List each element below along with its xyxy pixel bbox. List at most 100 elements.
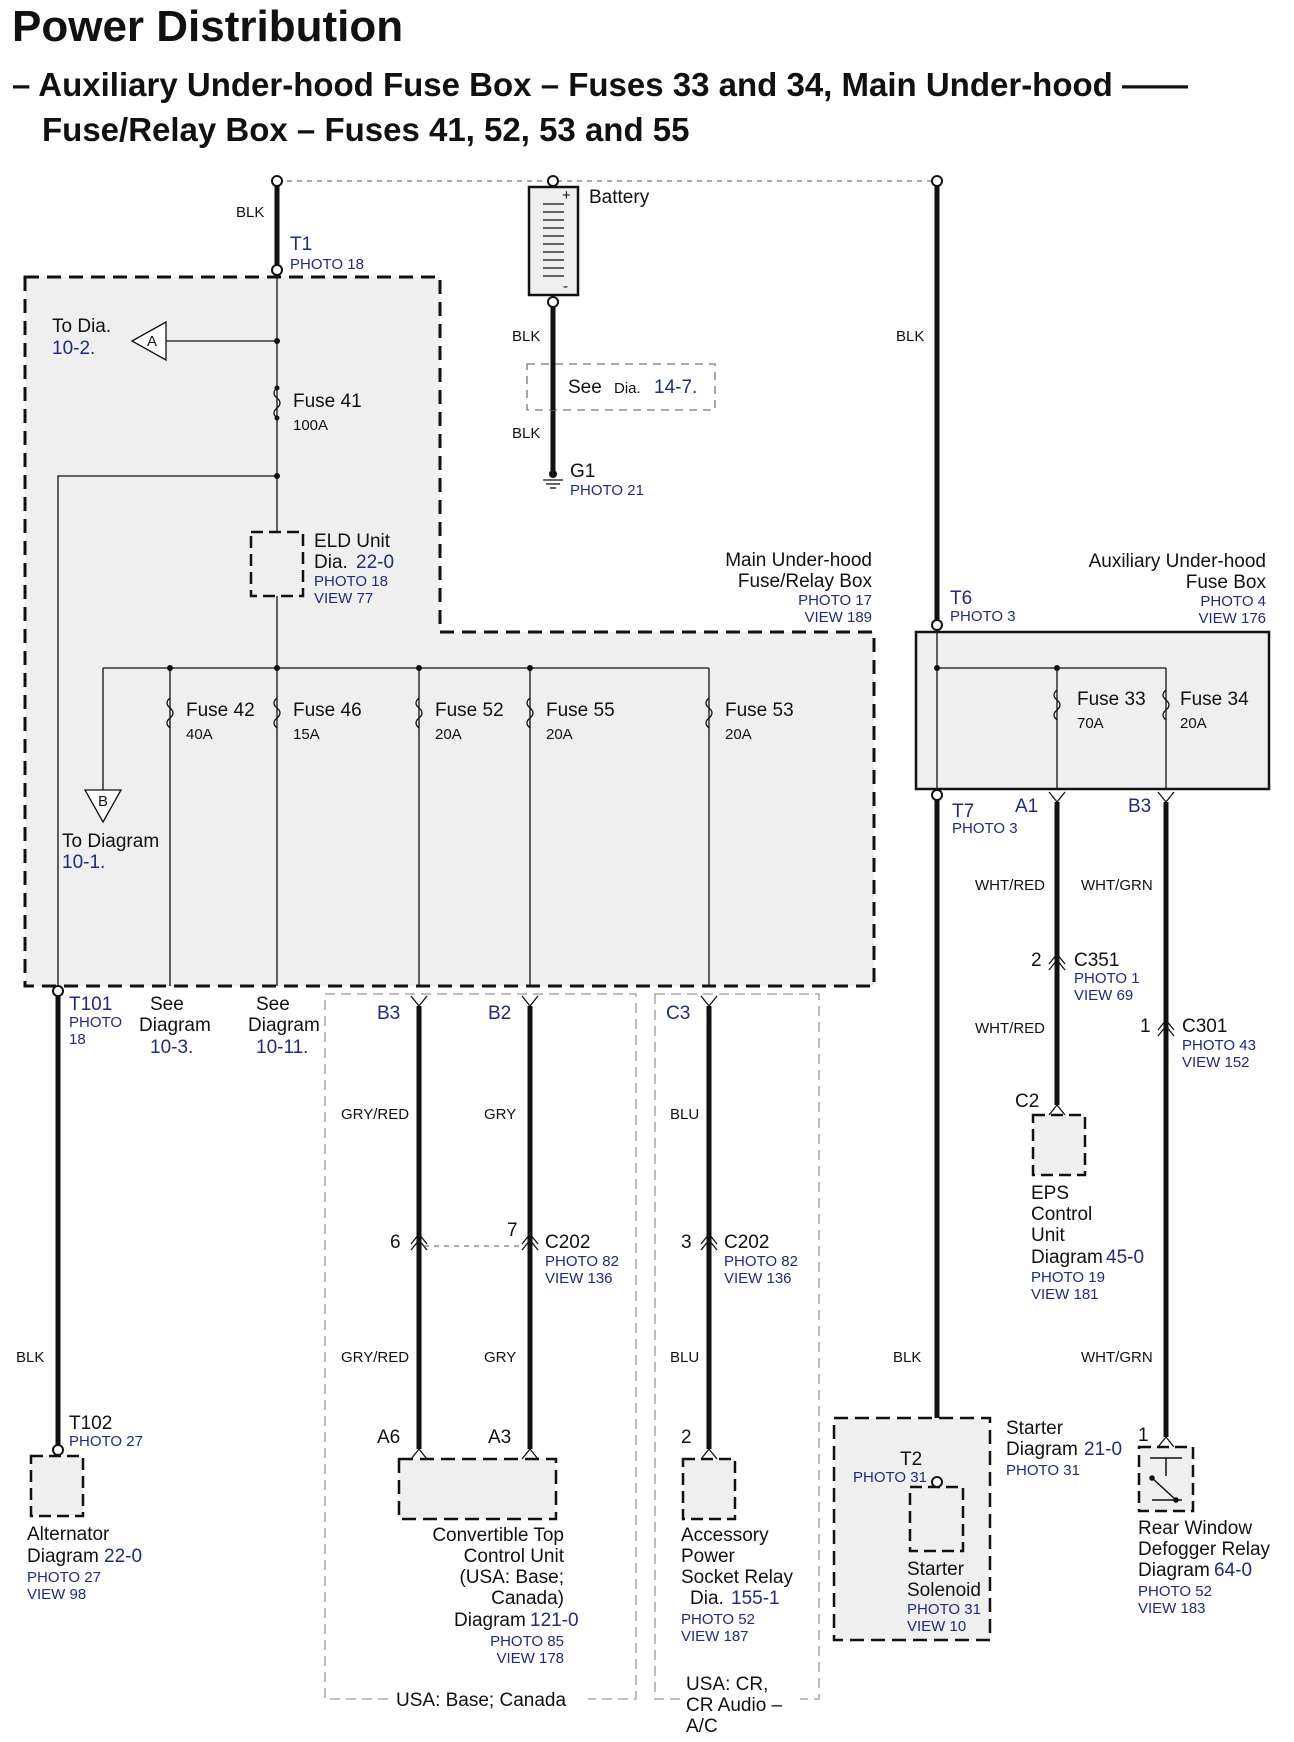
- t6-photo: PHOTO 3: [950, 608, 1016, 625]
- rear-line1: Rear Window: [1138, 1518, 1252, 1539]
- accessory-line2: Power: [681, 1546, 736, 1567]
- starter-photo: PHOTO 31: [1006, 1462, 1080, 1479]
- eld-unit-box: [249, 530, 305, 598]
- eps-photo: PHOTO 19: [1031, 1269, 1105, 1286]
- t101-terminal: [52, 985, 64, 997]
- main-box-line2: Fuse/Relay Box: [738, 571, 873, 592]
- variant-label-bg-1: [392, 1686, 588, 1712]
- wire-color-a1-1: WHT/RED: [975, 877, 1045, 894]
- starter-num: 21-0: [1084, 1439, 1122, 1460]
- pin-a6: A6: [377, 1427, 400, 1448]
- rear-diagram: Diagram: [1138, 1560, 1210, 1581]
- eps-unit-box: [1031, 1113, 1087, 1177]
- connector-c202-pin3-icon: [700, 1232, 718, 1251]
- convertible-view: VIEW 178: [496, 1650, 564, 1667]
- fuse-34-icon: [1162, 689, 1170, 721]
- t101-photo2: 18: [69, 1031, 86, 1048]
- relay-switch-icon: [1149, 1457, 1182, 1503]
- accessory-view: VIEW 187: [681, 1628, 749, 1645]
- variant-usa-cr-line1: USA: CR,: [686, 1674, 768, 1695]
- fuse-52-label: Fuse 52: [435, 700, 504, 721]
- starter-solenoid-photo: PHOTO 31: [907, 1601, 981, 1618]
- accessory-num: 155-1: [731, 1588, 780, 1609]
- subtitle-line-1: – Auxiliary Under-hood Fuse Box – Fuses …: [12, 66, 1188, 103]
- accessory-line3: Socket Relay: [681, 1567, 793, 1588]
- fuse-41-label: Fuse 41: [293, 391, 362, 412]
- fuse-46-junction: [274, 665, 280, 671]
- eld-unit-view: VIEW 77: [314, 590, 373, 607]
- pin-7: 7: [507, 1220, 518, 1241]
- wire-color-battery-1: BLK: [512, 328, 540, 345]
- c351-view: VIEW 69: [1074, 987, 1133, 1004]
- pin-c3: C3: [666, 1003, 690, 1024]
- c351-photo: PHOTO 1: [1074, 970, 1140, 987]
- rear-defogger-relay-box: [1137, 1445, 1195, 1513]
- connector-a6-icon: [410, 1447, 428, 1460]
- rear-num: 64-0: [1214, 1560, 1252, 1581]
- wire-color-b3-2: WHT/GRN: [1081, 1349, 1153, 1366]
- connector-b3-aux-icon: [1157, 791, 1175, 804]
- eps-line2: Control: [1031, 1204, 1092, 1225]
- battery-minus-terminal: [547, 296, 559, 308]
- convertible-num: 121-0: [530, 1610, 579, 1631]
- pin-1-rear: 1: [1138, 1425, 1149, 1446]
- rear-view: VIEW 183: [1138, 1600, 1206, 1617]
- fuse-34-label: Fuse 34: [1180, 689, 1249, 710]
- see-10-3-see: See: [150, 994, 184, 1015]
- fuse-42-label: Fuse 42: [186, 700, 255, 721]
- fuse-41-icon: [273, 387, 281, 419]
- connector-c202-pin6-icon: [410, 1232, 428, 1251]
- c202-right-view: VIEW 136: [724, 1270, 792, 1287]
- alternator-num: 22-0: [104, 1546, 142, 1567]
- t2-terminal: [931, 1476, 943, 1488]
- to-dia-b-text: To Diagram: [62, 831, 159, 852]
- accessory-line1: Accessory: [681, 1525, 769, 1546]
- aux-fuse-box-outline: [914, 630, 1271, 791]
- fuse-55-amps: 20A: [546, 726, 573, 743]
- fuse-33-amps: 70A: [1077, 715, 1104, 732]
- wire-color-c3-blu-1: BLU: [670, 1106, 699, 1123]
- alternator-diagram: Diagram: [27, 1546, 99, 1567]
- arrow-a-letter: A: [147, 333, 157, 350]
- fuse-53-icon: [705, 697, 713, 729]
- t2-label: T2: [900, 1449, 922, 1470]
- fuse-55-junction: [527, 665, 533, 671]
- aux-box-view: VIEW 176: [1198, 610, 1266, 627]
- wire-color-b3-gry-red-1: GRY/RED: [341, 1106, 409, 1123]
- eps-view: VIEW 181: [1031, 1286, 1099, 1303]
- main-fuse-box-outline: [23, 275, 876, 988]
- alternator-view: VIEW 98: [27, 1586, 86, 1603]
- pin-6: 6: [390, 1232, 401, 1253]
- accessory-dia: Dia.: [690, 1588, 724, 1609]
- fuse-52-icon: [415, 697, 423, 729]
- t1-terminal: [271, 264, 283, 276]
- starter-solenoid-box: [908, 1485, 965, 1553]
- battery-cells-icon: [543, 181, 564, 277]
- t6-label: T6: [950, 588, 972, 609]
- pin-3: 3: [681, 1232, 692, 1253]
- t101-photo1: PHOTO: [69, 1014, 122, 1031]
- starter-diagram: Diagram: [1006, 1439, 1078, 1460]
- t102-label: T102: [69, 1413, 112, 1434]
- eps-line1: EPS: [1031, 1183, 1069, 1204]
- c202-left-view: VIEW 136: [545, 1270, 613, 1287]
- fuse-33-label: Fuse 33: [1077, 689, 1146, 710]
- battery-label: Battery: [589, 187, 650, 208]
- connector-c301-icon: [1157, 1018, 1175, 1037]
- c202-left-photo: PHOTO 82: [545, 1253, 619, 1270]
- main-box-photo: PHOTO 17: [798, 592, 872, 609]
- fuse-55-label: Fuse 55: [546, 700, 615, 721]
- starter-solenoid-view: VIEW 10: [907, 1618, 966, 1635]
- t1-label: T1: [290, 234, 312, 255]
- pin-a1: A1: [1015, 796, 1038, 817]
- eps-line3: Unit: [1031, 1225, 1066, 1246]
- aux-box-line1: Auxiliary Under-hood: [1089, 551, 1266, 572]
- arrow-a-icon: [130, 320, 167, 362]
- to-dia-a-num: 10-2.: [52, 338, 95, 359]
- eps-diagram: Diagram: [1031, 1247, 1103, 1268]
- wire-color-c3-blu-2: BLU: [670, 1349, 699, 1366]
- fuse-46-amps: 15A: [293, 726, 320, 743]
- fuse-55-icon: [526, 697, 534, 729]
- c202-left-name: C202: [545, 1232, 590, 1253]
